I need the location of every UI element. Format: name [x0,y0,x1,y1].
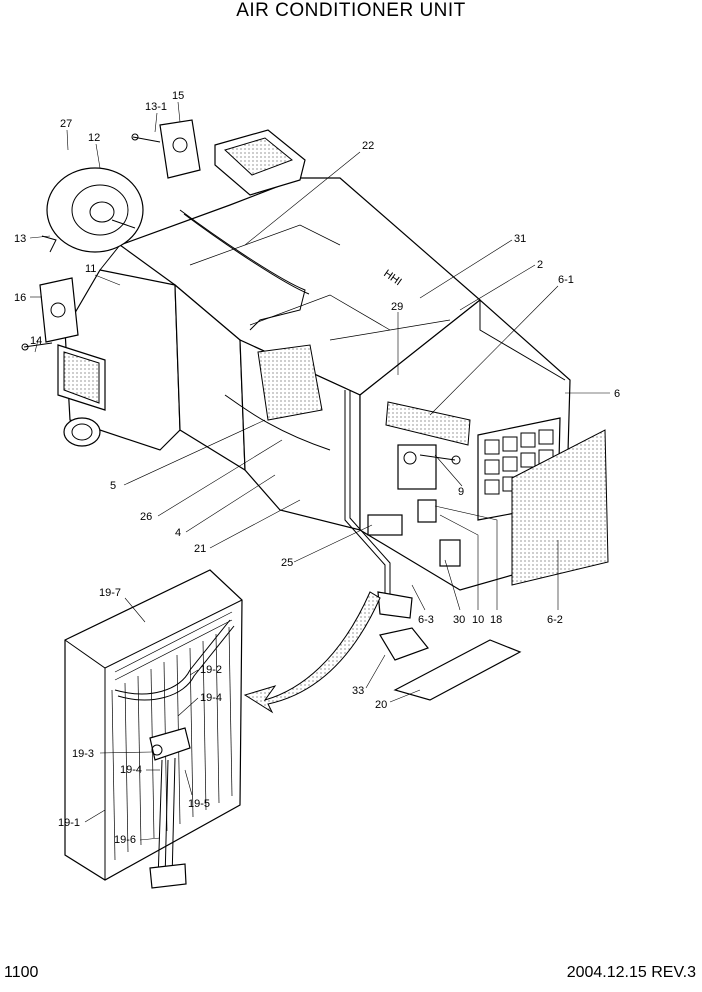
callout-9: 9 [458,486,464,498]
callout-14: 14 [30,335,42,347]
callout-16: 16 [14,292,26,304]
filter [511,429,609,586]
page-number: 1100 [4,964,39,981]
inspection-panel [257,344,323,421]
callout-21: 21 [194,543,206,555]
callout-19-2: 19-2 [200,664,222,676]
blower-motor [41,167,144,253]
callout-29: 29 [391,301,403,313]
callout-15: 15 [172,90,184,102]
callout-33: 33 [352,685,364,697]
callout-6-2: 6-2 [547,614,563,626]
callout-18: 18 [490,614,502,626]
actuator-left [21,277,79,351]
callout-19-1: 19-1 [58,817,80,829]
callout-13-1: 13-1 [145,101,167,113]
callout-25: 25 [281,557,293,569]
callout-4: 4 [175,527,181,539]
control-panel [367,401,471,567]
callout-22: 22 [362,140,374,152]
callout-19-5: 19-5 [188,798,210,810]
tubing [179,209,391,600]
top-duct [214,129,306,196]
callout-11: 11 [85,263,96,275]
blower-inlet [57,344,106,447]
callout-19-6: 19-6 [114,834,136,846]
callout-2: 2 [537,259,543,271]
callout-26: 26 [140,511,152,523]
callout-31: 31 [514,233,526,245]
callout-19-3: 19-3 [72,748,94,760]
callout-19-4b: 19-4 [120,764,142,776]
actuator-top [131,119,201,179]
callout-10: 10 [472,614,484,626]
revision-date: 2004.12.15 REV.3 [566,964,696,981]
leader-lines [29,101,610,841]
callout-6: 6 [614,388,620,400]
callout-19-4: 19-4 [200,692,222,704]
callout-30: 30 [453,614,465,626]
callout-6-1: 6-1 [558,274,574,286]
page-title: AIR CONDITIONER UNIT [236,0,466,21]
callout-19-7: 19-7 [99,587,121,599]
callout-labels: 27 12 13-1 15 13 11 16 14 22 31 2 6-1 29… [14,90,620,846]
callout-27: 27 [60,118,72,130]
callout-12: 12 [88,132,100,144]
drain-parts [377,591,522,701]
callout-13: 13 [14,233,26,245]
callout-6-3: 6-3 [418,614,434,626]
callout-20: 20 [375,699,387,711]
flow-arrow [243,591,381,714]
callout-5: 5 [110,480,116,492]
evaporator-core [64,569,243,889]
